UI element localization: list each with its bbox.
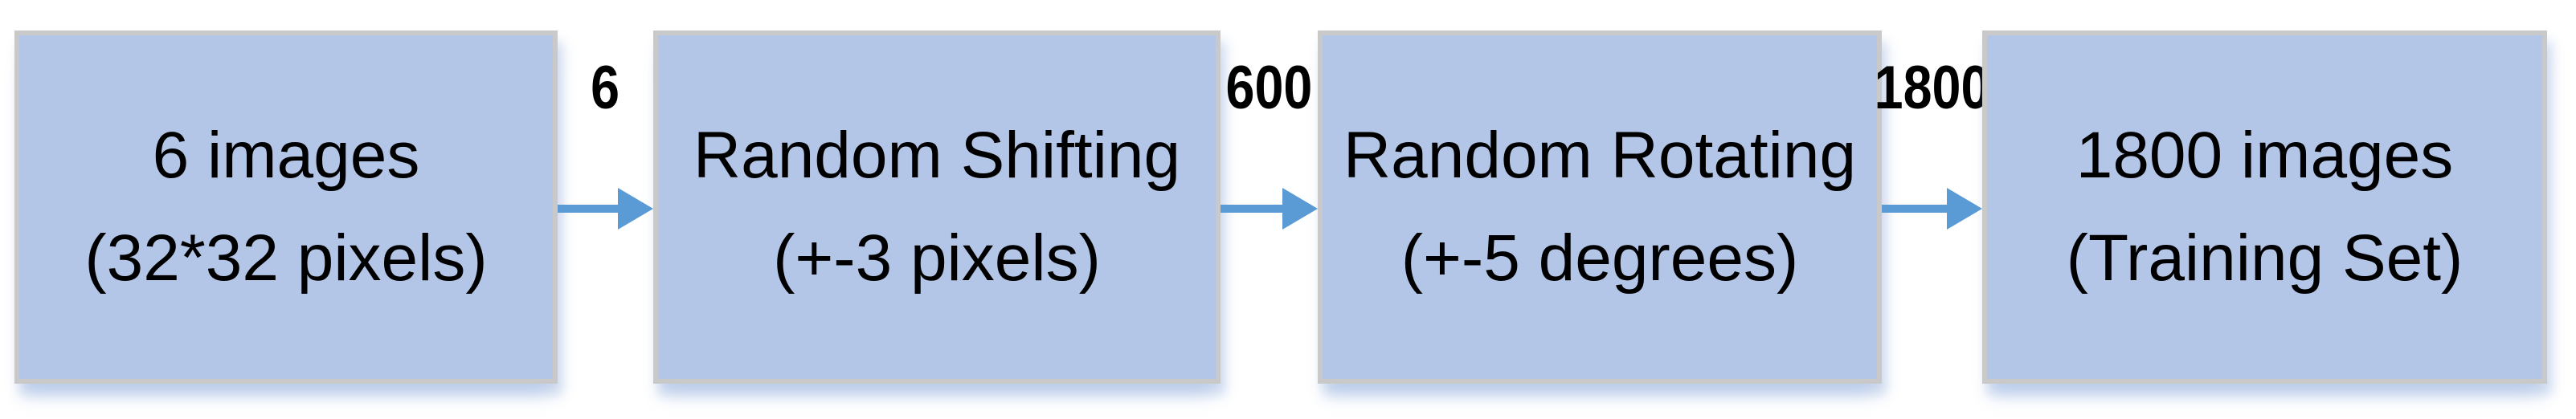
node-random-rotating: Random Rotating (+-5 degrees) [1318, 31, 1882, 384]
node-label: 6 images (32*32 pixels) [84, 104, 487, 310]
connector-shift: 6 [558, 0, 653, 419]
node-label-line1: 6 images [152, 119, 420, 192]
node-label: Random Shifting (+-3 pixels) [693, 104, 1180, 310]
node-label-line1: 1800 images [2075, 119, 2454, 192]
node-label-line2: (32*32 pixels) [84, 222, 488, 295]
node-label: Random Rotating (+-5 degrees) [1343, 104, 1856, 310]
node-source-images: 6 images (32*32 pixels) [14, 31, 558, 384]
connector-rotate: 600 [1221, 0, 1318, 419]
node-label-line2: (+-3 pixels) [773, 222, 1101, 295]
arrow-head [618, 188, 653, 230]
node-label-line2: (Training Set) [2066, 222, 2464, 295]
arrow-head [1282, 188, 1318, 230]
node-random-shifting: Random Shifting (+-3 pixels) [653, 31, 1221, 384]
connector-count-label: 1800 [1874, 54, 1990, 122]
node-label-line1: Random Shifting [693, 119, 1181, 192]
arrow-shaft [1221, 205, 1286, 213]
node-label: 1800 images (Training Set) [2067, 104, 2464, 310]
arrow-shaft [558, 205, 621, 213]
connector-count-label: 6 [591, 54, 620, 122]
node-label-line2: (+-5 degrees) [1400, 222, 1799, 295]
connector-output: 1800 [1874, 0, 1990, 419]
node-label-line1: Random Rotating [1343, 119, 1857, 192]
connector-count-label: 600 [1225, 54, 1313, 122]
arrow-shaft [1882, 205, 1950, 213]
arrow-head [1947, 188, 1982, 230]
node-training-set: 1800 images (Training Set) [1982, 31, 2547, 384]
